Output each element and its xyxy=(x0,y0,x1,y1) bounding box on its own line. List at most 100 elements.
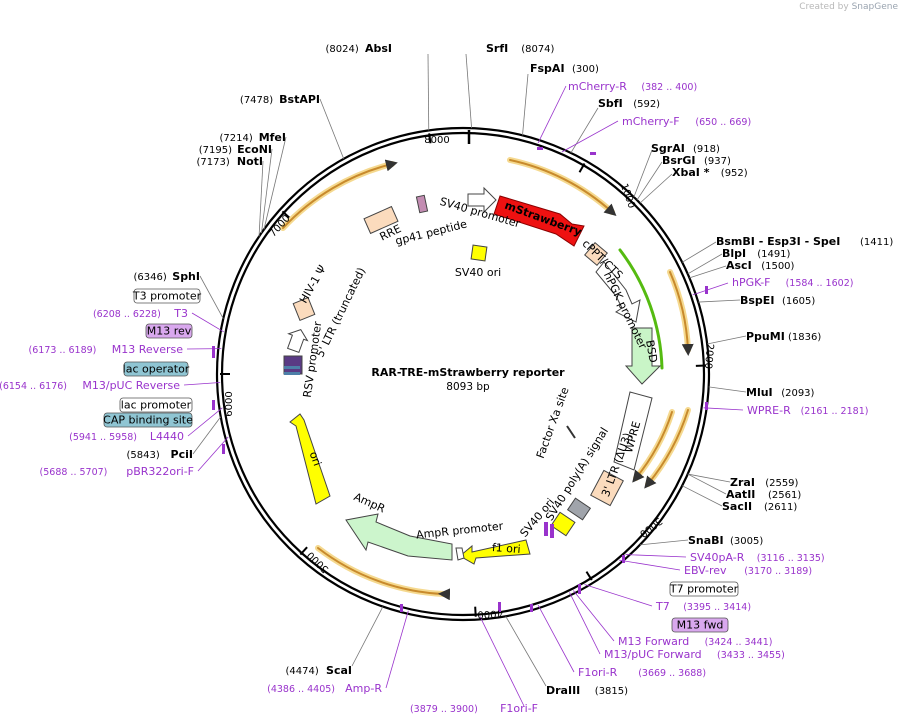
features xyxy=(283,186,662,565)
boxed-label-box-5 xyxy=(119,397,193,413)
factor-xa-feature xyxy=(566,425,576,439)
primer-name-11: Amp-R xyxy=(345,682,382,695)
site-name-6: XbaI * xyxy=(672,166,710,179)
feature-label-16: f1 ori xyxy=(491,541,521,556)
primer-tick-4 xyxy=(705,402,708,410)
mstrawberry-feature xyxy=(493,195,585,247)
strand-arrow-6-core xyxy=(282,159,398,229)
strand-arrow-3-core xyxy=(644,409,689,489)
site-pos-21: (7173) xyxy=(197,157,230,168)
primer-leader-9 xyxy=(537,604,575,673)
primer-pos-6: (3395 .. 3414) xyxy=(683,602,751,613)
primer-name-7: M13 Forward xyxy=(618,635,689,648)
feature-label-12: Factor Xa site xyxy=(534,385,572,460)
site-name-17: DraIII xyxy=(546,684,580,697)
site-leader-6 xyxy=(639,173,673,204)
primer-name-9: F1ori-R xyxy=(578,666,618,679)
site-pos-22: (7195) xyxy=(199,145,232,156)
watermark: Created by SnapGene xyxy=(799,2,898,12)
primer-name-8: M13/pUC Forward xyxy=(604,648,702,661)
site-pos-11: (1836) xyxy=(788,332,821,343)
tick-3000 xyxy=(585,571,593,581)
primer-name-14: M13/pUC Reverse xyxy=(82,379,180,392)
site-pos-5: (937) xyxy=(704,156,731,167)
primer-tick-12 xyxy=(212,346,215,358)
feature-label-5: HIV-1 Ψ xyxy=(297,263,329,306)
tick-label-1000: 1000 xyxy=(618,182,637,210)
feature-label-18: AmpR xyxy=(352,490,388,515)
ori-feature xyxy=(289,413,331,505)
lac-mark-2 xyxy=(284,372,300,375)
primer-leader-16 xyxy=(191,312,224,333)
site-pos-23: (7214) xyxy=(220,133,253,144)
site-pos-10: (1605) xyxy=(782,296,815,307)
site-leader-9 xyxy=(689,265,727,279)
site-pos-6: (952) xyxy=(721,168,748,179)
primer-leader-2 xyxy=(692,282,729,296)
tick-5000 xyxy=(299,546,308,556)
site-leader-23 xyxy=(263,136,287,230)
feature-label-7: RSV promoter xyxy=(301,320,325,398)
site-pos-13: (2559) xyxy=(765,478,798,489)
site-leader-13 xyxy=(687,473,731,483)
site-pos-18: (4474) xyxy=(286,666,319,677)
site-pos-16: (3005) xyxy=(730,536,763,547)
site-name-5: BsrGI xyxy=(662,154,695,167)
site-leader-18 xyxy=(351,606,384,667)
site-name-14: AatII xyxy=(726,488,755,501)
site-pos-9: (1500) xyxy=(761,261,794,272)
primer-name-16: T3 xyxy=(173,307,188,320)
boxed-label-box-0 xyxy=(669,581,739,597)
bsd-feature xyxy=(624,327,662,385)
boxed-label-text-1: M13 fwd xyxy=(677,619,724,632)
site-name-3: SbfI xyxy=(598,97,623,110)
site-pos-19: (5843) xyxy=(127,450,160,461)
boxed-label-text-5: lac promoter xyxy=(121,399,192,412)
site-leader-lines xyxy=(183,53,747,707)
site-leader-2 xyxy=(522,73,529,136)
primer-tick-7 xyxy=(498,602,501,612)
primer-leader-8 xyxy=(569,592,601,655)
primer-tick-8 xyxy=(530,604,533,612)
watermark-brand: SnapGene xyxy=(851,2,898,12)
site-leader-12 xyxy=(708,386,747,393)
primer-name-2: hPGK-F xyxy=(732,276,770,289)
site-leader-1 xyxy=(465,53,472,129)
primer-leader-3 xyxy=(703,407,744,411)
site-leader-4 xyxy=(633,149,653,198)
lac-mark-1 xyxy=(284,366,300,369)
gp41-feature xyxy=(415,194,429,214)
site-pos-1: (8074) xyxy=(521,44,554,55)
primer-tick-3 xyxy=(705,286,708,294)
primer-tick-2 xyxy=(590,152,596,155)
primer-leader-7 xyxy=(573,590,615,642)
primer-tick-9 xyxy=(400,604,403,612)
primer-pos-2: (1584 .. 1602) xyxy=(786,278,854,289)
sv40-polya-feature xyxy=(566,497,592,521)
backbone-outer xyxy=(215,126,711,622)
site-name-1: SrfI xyxy=(486,42,508,55)
boxed-label-text-3: M13 rev xyxy=(147,325,192,338)
primer-name-13: L4440 xyxy=(150,430,184,443)
primer-tick-10 xyxy=(222,444,225,454)
plasmid-size: 8093 bp xyxy=(446,381,490,393)
feature-label-9: hPGK promoter xyxy=(601,270,650,352)
hpgk-promoter-feature xyxy=(595,261,641,323)
primer-pos-0: (382 .. 400) xyxy=(641,82,697,93)
site-name-15: SacII xyxy=(722,500,752,513)
site-name-12: MluI xyxy=(746,386,773,399)
site-name-4: SgrAI xyxy=(651,142,685,155)
ltr3-feature xyxy=(590,469,624,507)
site-name-16: SnaBI xyxy=(688,534,724,547)
primer-pos-4: (3116 .. 3135) xyxy=(757,553,825,564)
site-pos-3: (592) xyxy=(633,99,660,110)
feature-label-2: SV40 ori xyxy=(455,266,501,279)
primer-leader-0 xyxy=(537,85,567,144)
primer-leader-6 xyxy=(584,584,653,607)
tick-label-2000: 2000 xyxy=(702,343,715,369)
boxed-label-text-4: lac operator xyxy=(123,363,190,376)
primer-pos-5: (3170 .. 3189) xyxy=(744,566,812,577)
watermark-prefix: Created by xyxy=(799,2,849,12)
primer-pos-11: (4386 .. 4405) xyxy=(267,684,335,695)
site-name-24: BstAPI xyxy=(279,93,320,106)
